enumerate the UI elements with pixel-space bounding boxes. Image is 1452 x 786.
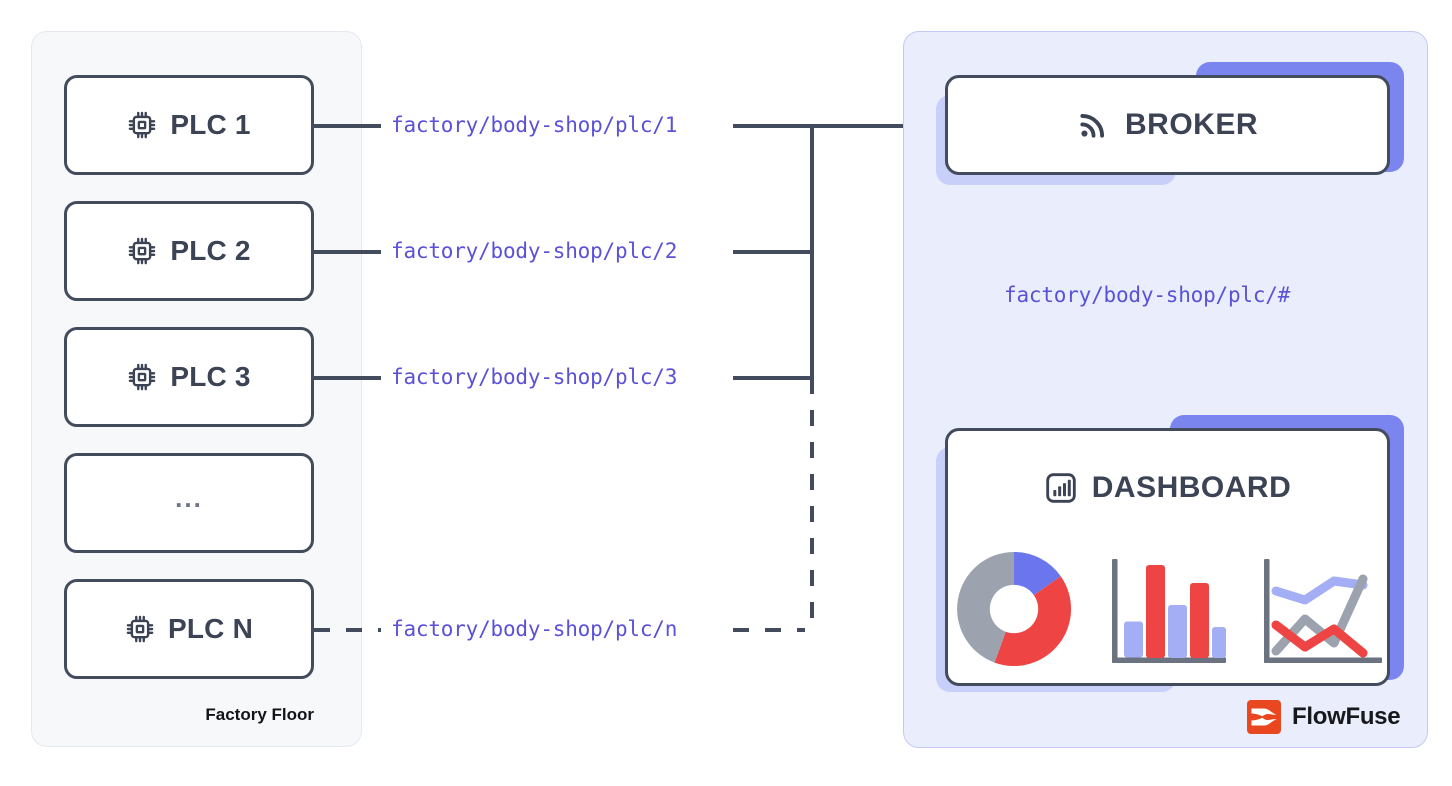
ellipsis-label: ...	[175, 483, 203, 513]
plc-node-label: PLC 1	[170, 109, 251, 140]
plc-node-label: PLC 2	[170, 235, 251, 266]
plc-node-n[interactable]: PLC N	[64, 579, 314, 679]
line-chart	[1263, 559, 1382, 663]
flowfuse-wordmark: FlowFuse	[1292, 703, 1401, 730]
topic-label-plcn: factory/body-shop/plc/n	[391, 617, 678, 641]
bar-3	[1167, 605, 1187, 658]
topic-label-plc3: factory/body-shop/plc/3	[391, 365, 678, 389]
line-axis-x	[1263, 657, 1382, 663]
line-series-red	[1271, 620, 1367, 658]
plc-node-ellipsis: ...	[64, 453, 314, 553]
factory-floor-caption: Factory Floor	[205, 705, 314, 724]
dashboard-charts	[948, 541, 1387, 671]
broadcast-icon	[1080, 114, 1104, 138]
plc-node-2[interactable]: PLC 2	[64, 201, 314, 301]
donut-hole	[989, 584, 1038, 634]
cpu-icon	[129, 363, 156, 391]
plc-node-label: PLC 3	[170, 361, 251, 392]
donut-slice-gray	[956, 551, 1014, 663]
cpu-icon	[129, 237, 156, 265]
bar-4	[1189, 583, 1209, 658]
bar-chart	[1111, 559, 1226, 663]
flowfuse-logo-icon	[1247, 700, 1281, 734]
dashboard-header: DASHBOARD	[948, 471, 1387, 505]
cpu-icon	[126, 615, 154, 643]
flowfuse-brand: FlowFuse	[1247, 700, 1401, 734]
donut-chart	[956, 551, 1071, 666]
cpu-icon	[129, 111, 156, 139]
bar-2	[1145, 565, 1165, 658]
bar-axis-x	[1111, 657, 1226, 663]
line-axis-y	[1263, 559, 1269, 663]
line-series-blue	[1271, 576, 1367, 605]
plc-node-3[interactable]: PLC 3	[64, 327, 314, 427]
dashboard-card[interactable]: DASHBOARD	[945, 428, 1390, 686]
bar-axis-y	[1111, 559, 1117, 663]
bar-1	[1123, 621, 1143, 658]
topic-label-plc1: factory/body-shop/plc/1	[391, 113, 678, 137]
dashboard-label: DASHBOARD	[1091, 471, 1292, 504]
broker-card[interactable]: BROKER	[945, 75, 1390, 175]
bar-5	[1211, 627, 1226, 658]
topic-label-plc2: factory/body-shop/plc/2	[391, 239, 678, 263]
plc-node-label: PLC N	[168, 613, 253, 644]
plc-node-1[interactable]: PLC 1	[64, 75, 314, 175]
broker-label: BROKER	[1124, 108, 1258, 141]
topic-label-subscribe: factory/body-shop/plc/#	[1004, 283, 1291, 307]
bar-chart-icon	[1046, 473, 1076, 503]
